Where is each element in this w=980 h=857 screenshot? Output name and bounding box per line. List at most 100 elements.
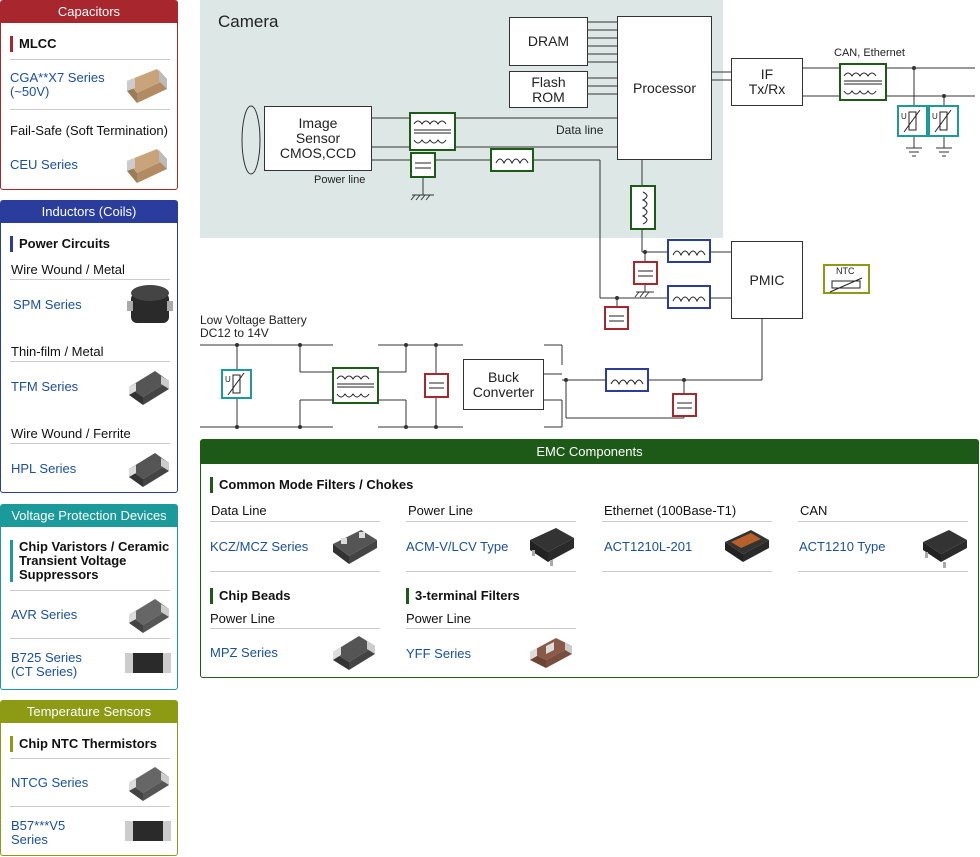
- thin-metal-label: Thin-film / Metal: [11, 344, 104, 359]
- voltage-protection-header: Voltage Protection Devices: [1, 505, 177, 527]
- yff-series-link[interactable]: YFF Series: [406, 646, 472, 661]
- chip-thermistor-icon: [129, 767, 169, 801]
- three-terminal-filter-icon: [530, 638, 572, 668]
- divider: [10, 590, 170, 591]
- power-line-label: Power Line: [408, 503, 474, 518]
- ntc-label: NTC: [836, 266, 855, 276]
- inductor-icon: [605, 368, 649, 392]
- inductors-header: Inductors (Coils): [1, 201, 177, 223]
- common-mode-heading: Common Mode Filters / Chokes: [210, 477, 413, 493]
- temperature-sensors-header: Temperature Sensors: [1, 701, 177, 723]
- ceu-series-link[interactable]: CEU Series: [10, 157, 78, 172]
- spm-series-link[interactable]: SPM Series: [13, 297, 82, 312]
- if-txrx-block: IF Tx/Rx: [731, 58, 803, 106]
- varistor-icon: U: [897, 105, 928, 137]
- three-terminal-heading: 3-terminal Filters: [406, 588, 520, 604]
- chip-varistors-heading: Chip Varistors / Ceramic Transient Volta…: [10, 540, 171, 582]
- ntc-thermistors-heading: Chip NTC Thermistors: [10, 736, 157, 752]
- svg-text:U: U: [901, 112, 907, 121]
- divider: [798, 571, 968, 572]
- chip-inductor-icon: [129, 453, 169, 487]
- divider: [602, 571, 772, 572]
- divider: [10, 109, 170, 110]
- act1210-type-link[interactable]: ACT1210 Type: [799, 539, 886, 554]
- chip-bead-icon: [490, 148, 534, 172]
- divider: [10, 361, 170, 362]
- if-txrx-label: IF Tx/Rx: [748, 66, 786, 97]
- capacitor-icon: [672, 393, 697, 417]
- divider: [210, 571, 380, 572]
- divider: [210, 521, 380, 522]
- flash-rom-block: Flash ROM: [509, 71, 588, 108]
- tfm-series-link[interactable]: TFM Series: [11, 379, 79, 394]
- acm-lcv-type-link[interactable]: ACM-V/LCV Type: [406, 539, 509, 554]
- battery-text: Low Voltage Battery DC12 to 14V: [200, 313, 307, 340]
- chip-thermistor-icon: [125, 821, 171, 841]
- component-symbols: U U U: [221, 63, 959, 417]
- common-mode-filter-chip-icon: [333, 530, 377, 564]
- divider: [10, 443, 170, 444]
- chip-capacitor-icon: [127, 69, 167, 103]
- data-line-label: Data line: [556, 123, 604, 137]
- divider: [10, 638, 170, 639]
- divider: [210, 628, 380, 629]
- chip-varistor-icon: [125, 653, 171, 673]
- image-sensor-block: Image Sensor CMOS,CCD: [264, 106, 372, 171]
- chip-beads-heading: Chip Beads: [210, 588, 291, 604]
- divider: [602, 521, 772, 522]
- varistor-icon: U: [221, 369, 252, 399]
- failsafe-label: Fail-Safe (Soft Termination): [10, 123, 168, 138]
- divider: [406, 571, 576, 572]
- b57-series-link[interactable]: B57***V5 Series: [11, 818, 66, 847]
- inductors-panel: Inductors (Coils) Power Circuits Wire Wo…: [0, 200, 178, 493]
- can-choke-icon: [923, 530, 967, 568]
- beads-power-line-label: Power Line: [210, 611, 276, 626]
- power-line-label: Power line: [314, 174, 366, 186]
- flash-rom-label: Flash ROM: [531, 73, 566, 105]
- kcz-mcz-series-link[interactable]: KCZ/MCZ Series: [210, 539, 309, 554]
- svg-text:U: U: [932, 112, 938, 121]
- ethernet-choke-icon: [725, 530, 769, 562]
- pmic-block: PMIC: [731, 241, 803, 319]
- cga-series-link[interactable]: CGA**X7 Series (~50V): [10, 70, 105, 99]
- circuit-wiring: [200, 21, 975, 429]
- wire-ferrite-label: Wire Wound / Ferrite: [11, 426, 131, 441]
- common-mode-filter-icon: [409, 112, 456, 151]
- divider: [406, 628, 576, 629]
- mpz-series-link[interactable]: MPZ Series: [210, 645, 278, 660]
- divider: [10, 806, 170, 807]
- common-mode-filter-icon: [332, 367, 379, 404]
- power-inductor-icon: [127, 285, 173, 323]
- battery-label: Low Voltage Battery DC12 to 14V: [200, 314, 307, 340]
- buck-converter-block: Buck Converter: [463, 359, 544, 410]
- varistor-icon: U: [928, 105, 959, 137]
- emc-components-panel: EMC Components Common Mode Filters / Cho…: [200, 439, 979, 678]
- chip-bead-icon: [333, 636, 375, 670]
- capacitor-icon: [604, 306, 629, 330]
- chip-varistor-icon: [129, 599, 169, 633]
- divider: [10, 758, 170, 759]
- avr-series-link[interactable]: AVR Series: [11, 607, 78, 622]
- ntc-thermistor-icon: [823, 264, 870, 294]
- image-sensor-label: Image Sensor CMOS,CCD: [279, 115, 357, 161]
- ntcg-series-link[interactable]: NTCG Series: [11, 775, 89, 790]
- temperature-sensors-panel: Temperature Sensors Chip NTC Thermistors…: [0, 700, 178, 856]
- svg-text:U: U: [225, 375, 231, 384]
- camera-label: Camera: [218, 12, 279, 31]
- chip-inductor-icon: [129, 371, 169, 405]
- divider: [10, 59, 170, 60]
- b725-series-link[interactable]: B725 Series (CT Series): [11, 650, 82, 679]
- capacitors-panel: Capacitors MLCC CGA**X7 Series (~50V) Fa…: [0, 0, 178, 190]
- hpl-series-link[interactable]: HPL Series: [11, 461, 77, 476]
- inductor-icon: [667, 239, 711, 263]
- capacitor-icon: [424, 373, 449, 398]
- capacitor-icon: [633, 261, 658, 285]
- can-label: CAN: [800, 503, 828, 518]
- common-mode-choke-icon: [530, 528, 574, 566]
- divider: [406, 521, 576, 522]
- inductor-icon: [667, 285, 711, 309]
- act1210l-201-link[interactable]: ACT1210L-201: [604, 539, 693, 554]
- dram-block: DRAM: [509, 17, 588, 66]
- voltage-protection-panel: Voltage Protection Devices Chip Varistor…: [0, 504, 178, 690]
- divider: [10, 279, 170, 280]
